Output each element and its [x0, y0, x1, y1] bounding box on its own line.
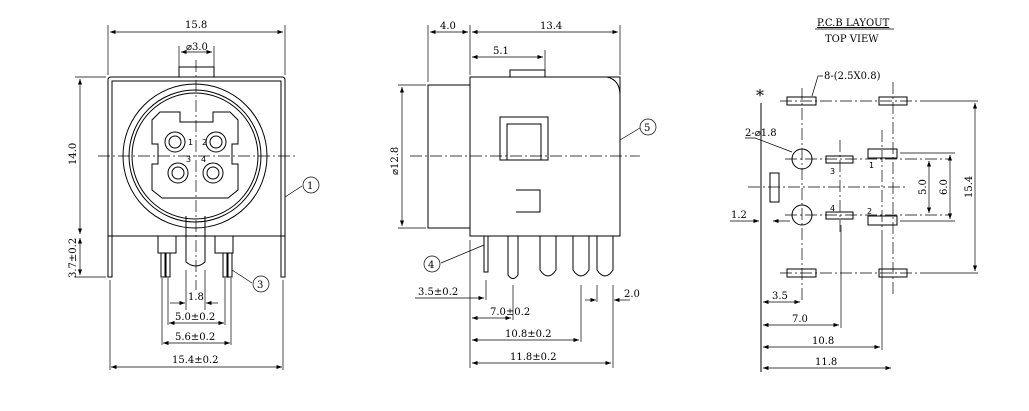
svg-text:1: 1 — [188, 138, 193, 147]
pin-holes — [164, 131, 227, 184]
svg-text:4.0: 4.0 — [440, 21, 456, 32]
svg-text:4: 4 — [830, 204, 835, 213]
svg-text:15.4±0.2: 15.4±0.2 — [172, 355, 219, 366]
svg-text:8-(2.5X0.8): 8-(2.5X0.8) — [824, 71, 881, 82]
svg-text:15.4: 15.4 — [964, 176, 975, 198]
svg-text:3: 3 — [257, 280, 263, 291]
pads — [769, 96, 908, 278]
side-view: 4.0 13.4 5.1 ⌀12.8 5 4 3.5±0.2 7.0±0.2 2… — [390, 21, 657, 368]
dim-width-top: 15.8 — [185, 20, 207, 31]
svg-text:1: 1 — [307, 181, 313, 192]
svg-text:6.0: 6.0 — [939, 179, 950, 195]
svg-text:2: 2 — [202, 138, 207, 147]
svg-text:13.4: 13.4 — [540, 21, 562, 32]
svg-text:11.8±0.2: 11.8±0.2 — [510, 352, 557, 363]
svg-text:10.8±0.2: 10.8±0.2 — [505, 329, 552, 340]
svg-text:7.0±0.2: 7.0±0.2 — [490, 307, 530, 318]
svg-text:3: 3 — [830, 167, 835, 176]
side-pins — [483, 236, 614, 279]
svg-text:*: * — [756, 86, 764, 105]
svg-text:3.5: 3.5 — [772, 291, 788, 302]
svg-text:2-⌀1.8: 2-⌀1.8 — [745, 128, 777, 139]
svg-text:2: 2 — [867, 207, 872, 216]
svg-text:7.0: 7.0 — [792, 314, 808, 325]
svg-text:4: 4 — [428, 260, 434, 271]
svg-text:1.8: 1.8 — [188, 292, 204, 303]
svg-text:4: 4 — [201, 155, 206, 164]
svg-text:3: 3 — [186, 155, 191, 164]
svg-text:5.0: 5.0 — [918, 179, 929, 195]
pcb-layout: P.C.B LAYOUT TOP VIEW * 8-(2.5X0.8) 3 4 … — [730, 18, 978, 372]
svg-text:5: 5 — [644, 123, 650, 134]
svg-text:5.6±0.2: 5.6±0.2 — [175, 332, 215, 343]
svg-text:3.5±0.2: 3.5±0.2 — [418, 287, 458, 298]
pcb-subtitle: TOP VIEW — [825, 34, 879, 45]
pcb-title: P.C.B LAYOUT — [817, 18, 890, 29]
svg-text:5.0±0.2: 5.0±0.2 — [175, 312, 215, 323]
front-view: 15.8 ⌀3.0 1 2 3 4 14.0 3.7±0.2 1 3 1.8 5… — [68, 20, 320, 370]
svg-text:⌀12.8: ⌀12.8 — [390, 147, 401, 175]
svg-text:5.1: 5.1 — [493, 46, 509, 57]
svg-text:1: 1 — [869, 161, 874, 170]
svg-text:10.8: 10.8 — [812, 336, 834, 347]
svg-text:11.8: 11.8 — [815, 357, 837, 368]
svg-text:2.0: 2.0 — [624, 289, 640, 300]
dim-key-width: ⌀3.0 — [186, 42, 208, 53]
dim-height: 14.0 — [68, 143, 79, 165]
dim-leg-height: 3.7±0.2 — [68, 238, 79, 278]
svg-text:1.2: 1.2 — [731, 210, 747, 221]
